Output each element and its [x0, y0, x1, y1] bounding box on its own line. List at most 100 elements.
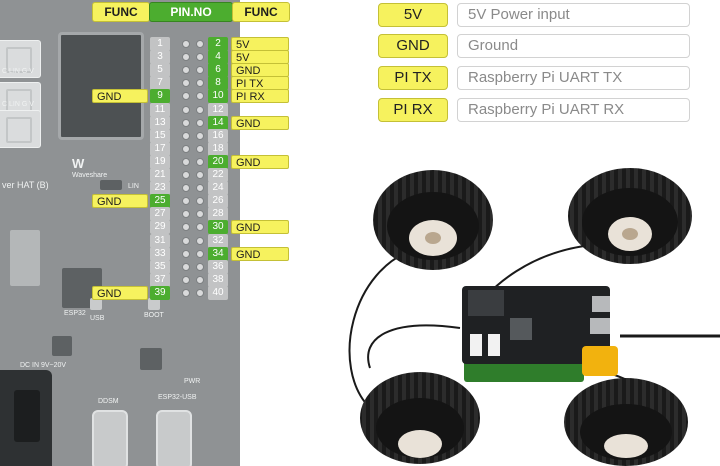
pin-function-left: GND — [92, 286, 148, 300]
connector-pin-label: C LIN G V — [2, 101, 34, 108]
esp32-usb-port — [156, 410, 192, 466]
legend-key-gnd: GND — [378, 34, 448, 58]
ddsm-usb-port — [92, 410, 128, 466]
pin-number-left: 3 — [150, 50, 170, 64]
header-left-func: FUNC — [92, 2, 150, 22]
board-name-label: ver HAT (B) — [2, 180, 49, 190]
legend-desc-5v: 5V Power input — [457, 3, 690, 27]
pin-number-left: 25 — [150, 194, 170, 208]
pin-number-left: 35 — [150, 260, 170, 274]
pin-function-left: GND — [92, 194, 148, 208]
pin-number-right: 4 — [208, 50, 228, 64]
pin-number-right: 10 — [208, 89, 228, 103]
pin-number-left: 9 — [150, 89, 170, 103]
header-pin-left — [182, 119, 190, 127]
usb-label: USB — [90, 315, 105, 322]
lin-chip — [100, 180, 122, 190]
pin-number-left: 17 — [150, 142, 170, 156]
pin-function-right: GND — [231, 116, 289, 130]
header-pin-left — [182, 106, 190, 114]
pin-number-left: 29 — [150, 220, 170, 234]
header-pin-right — [196, 53, 204, 61]
header-pin-right — [196, 276, 204, 284]
pin-function-left: GND — [92, 89, 148, 103]
connector-pin-label: C LIN G V — [2, 68, 34, 75]
wheel-rear-left — [360, 372, 480, 464]
header-pin-right — [196, 119, 204, 127]
header-pin-right — [196, 132, 204, 140]
header-pin-right — [196, 79, 204, 87]
header-pin-left — [182, 184, 190, 192]
pin-number-right: 34 — [208, 247, 228, 261]
header-pin-left — [182, 132, 190, 140]
header-pin-right — [196, 263, 204, 271]
header-pin-right — [196, 66, 204, 74]
esp32-usb-label: ESP32-USB — [158, 394, 197, 401]
pin-number-right: 12 — [208, 103, 228, 117]
header-pin-left — [182, 210, 190, 218]
pin-number-left: 37 — [150, 273, 170, 287]
boot-button — [148, 298, 160, 310]
small-ic — [52, 336, 72, 356]
header-pin-right — [196, 158, 204, 166]
header-pin-right — [196, 197, 204, 205]
header-pin-right — [196, 106, 204, 114]
pin-function-right: 5V — [231, 50, 289, 64]
header-pin-left — [182, 92, 190, 100]
header-pin-no: PIN.NO — [149, 2, 233, 22]
pin-number-right: 24 — [208, 181, 228, 195]
small-ic — [140, 348, 162, 370]
pin-number-left: 1 — [150, 37, 170, 51]
pin-number-right: 36 — [208, 260, 228, 274]
xt60-power-connector — [582, 346, 618, 376]
dc-jack-socket — [14, 390, 40, 442]
header-pin-left — [182, 250, 190, 258]
header-pin-right — [196, 237, 204, 245]
dc-in-label: DC IN 9V~20V — [20, 362, 67, 369]
ddsm-label: DDSM — [98, 398, 119, 405]
pin-number-right: 40 — [208, 286, 228, 300]
header-pin-left — [182, 276, 190, 284]
header-pin-right — [196, 171, 204, 179]
pin-number-left: 19 — [150, 155, 170, 169]
sd-slot — [10, 230, 40, 286]
pin-number-right: 8 — [208, 76, 228, 90]
pin-number-right: 26 — [208, 194, 228, 208]
pin-number-left: 7 — [150, 76, 170, 90]
pin-number-left: 11 — [150, 103, 170, 117]
servo-connector-3 — [0, 110, 41, 148]
waveshare-logo: W — [72, 156, 85, 171]
header-pin-right — [196, 250, 204, 258]
legend-key-5v: 5V — [378, 3, 448, 27]
pin-number-right: 20 — [208, 155, 228, 169]
pin-function-right: GND — [231, 155, 289, 169]
header-pin-left — [182, 79, 190, 87]
pin-number-right: 30 — [208, 220, 228, 234]
motor-cable — [348, 247, 419, 409]
robot-chassis-illustration — [348, 168, 720, 466]
legend-key-pi-rx: PI RX — [378, 98, 448, 122]
servo-connector-1 — [0, 40, 41, 78]
pwr-label: PWR — [184, 378, 201, 385]
header-pin-left — [182, 171, 190, 179]
legend-desc-pi-rx: Raspberry Pi UART RX — [457, 98, 690, 122]
header-pin-right — [196, 184, 204, 192]
header-pin-left — [182, 40, 190, 48]
pin-number-left: 21 — [150, 168, 170, 182]
pin-function-right: PI RX — [231, 89, 289, 103]
wheel-front-left — [373, 170, 493, 270]
pin-function-right: GND — [231, 247, 289, 261]
pin-function-right: GND — [231, 220, 289, 234]
wheel-front-right — [568, 168, 692, 264]
lin-label: LIN — [128, 183, 139, 190]
pin-number-left: 23 — [150, 181, 170, 195]
pin-number-right: 6 — [208, 63, 228, 77]
usb-button — [90, 298, 102, 310]
header-pin-left — [182, 66, 190, 74]
boot-label: BOOT — [144, 312, 164, 319]
pin-number-left: 15 — [150, 129, 170, 143]
pin-number-left: 31 — [150, 234, 170, 248]
header-pin-right — [196, 289, 204, 297]
pin-number-right: 2 — [208, 37, 228, 51]
pin-function-right: GND — [231, 63, 289, 77]
